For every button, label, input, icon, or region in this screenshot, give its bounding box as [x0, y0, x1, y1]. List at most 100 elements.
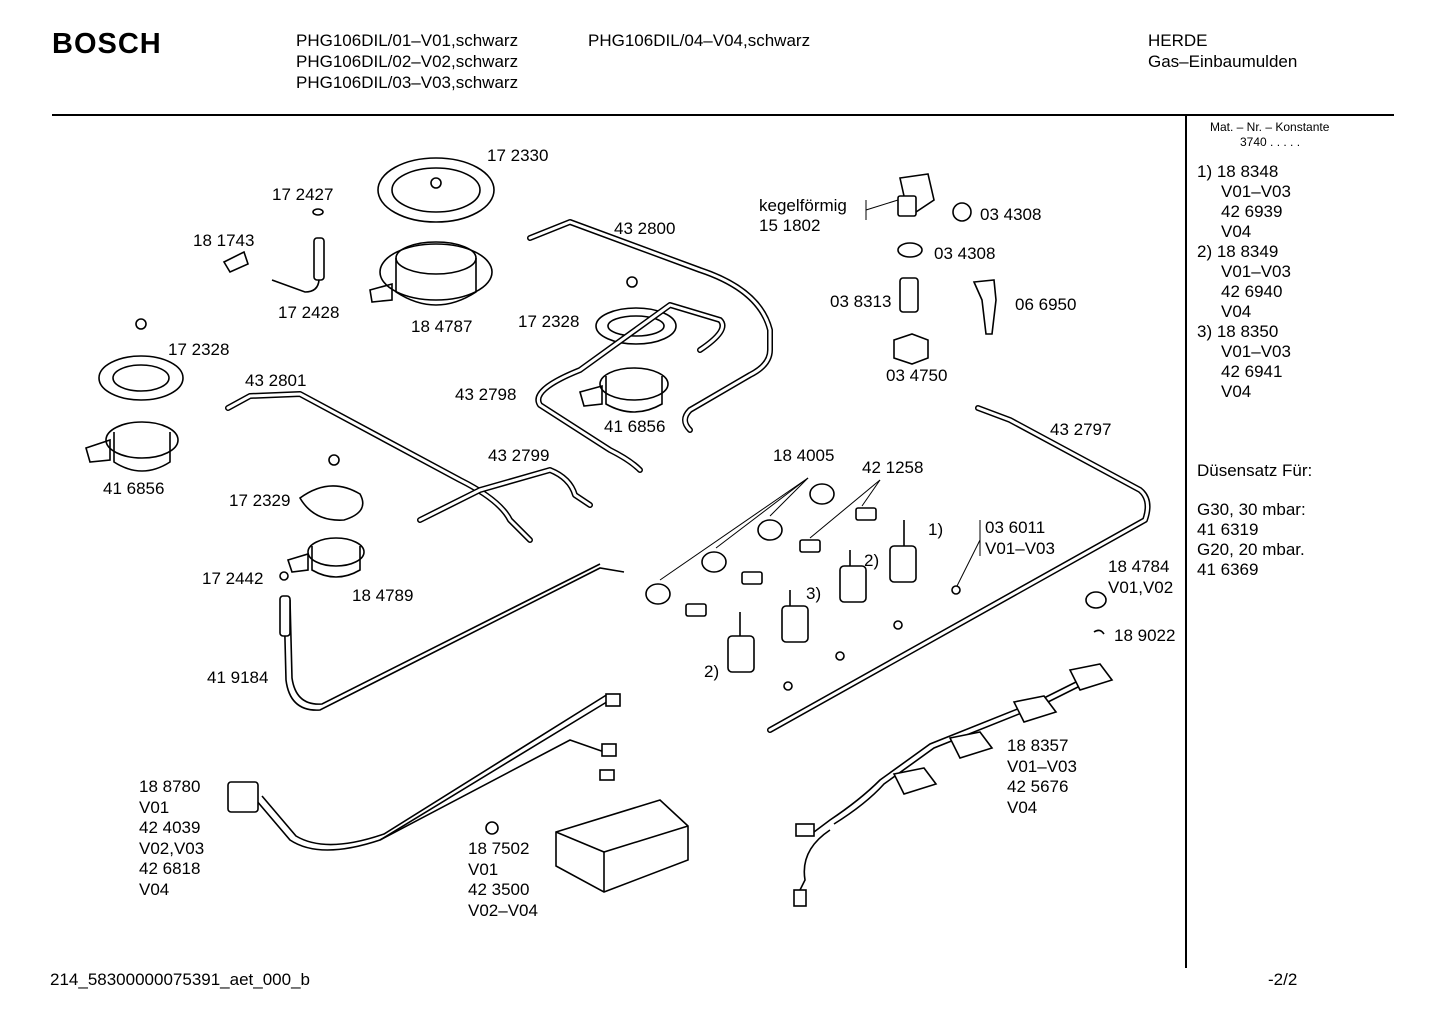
part-label: 17 2329	[229, 491, 291, 510]
burner-body-left-icon	[85, 421, 179, 472]
variant-line: V04	[1221, 302, 1252, 321]
burner-body-middle-icon	[579, 367, 669, 413]
variant-line: 42 6941	[1221, 362, 1283, 381]
part-label: 41 6856	[103, 479, 165, 498]
connector-icon	[899, 277, 919, 313]
burner-ring-small-icon	[298, 454, 364, 521]
part-label: 18 4784	[1108, 557, 1170, 576]
part-label-group: 18 7502 V01 42 3500 V02–V04	[468, 839, 538, 921]
part-label: 18 7502	[468, 839, 530, 858]
nut-icon	[893, 333, 929, 365]
sidebar-divider	[1185, 116, 1187, 968]
part-label: 42 5676	[1007, 777, 1069, 796]
part-label: 41 9184	[207, 668, 269, 687]
part-label: 18 8780	[139, 777, 201, 796]
model-list-1: PHG106DIL/01–V01,schwarz PHG106DIL/02–V0…	[296, 30, 518, 93]
part-label: V01–V03	[985, 538, 1055, 558]
part-label-group: 18 8357 V01–V03 42 5676 V04	[1007, 736, 1077, 818]
part-label: 42 3500	[468, 880, 530, 899]
burner-body-icon	[369, 241, 493, 306]
part-label: 42 6818	[139, 859, 201, 878]
connector-icon	[795, 823, 815, 837]
part-label: V04	[1007, 797, 1038, 817]
part-label: 17 2328	[518, 312, 580, 331]
part-label: V02,V03	[139, 838, 205, 858]
knob-cap-icon	[1085, 591, 1107, 609]
nozzle-icon	[685, 507, 877, 617]
nozzle-list: G30, 30 mbar: 41 6319 G20, 20 mbar. 41 6…	[1197, 500, 1306, 580]
gas-tube-432801	[225, 391, 533, 543]
spark-generator-icon	[555, 799, 689, 893]
variant-line: V04	[1221, 382, 1252, 401]
terminal-icon	[485, 693, 621, 835]
model-line: PHG106DIL/02–V02,schwarz	[296, 52, 519, 71]
variant-marker: 3)	[806, 584, 822, 603]
burner-body-small-icon	[279, 537, 365, 581]
part-label-group: 18 8780 V01 42 4039 V02,V03 42 6818 V04	[139, 777, 204, 900]
part-label: kegelförmig	[759, 196, 847, 215]
electrode-icon	[222, 208, 325, 293]
nozzle-line: 41 6319	[1197, 520, 1259, 539]
part-label: 43 2798	[455, 385, 517, 404]
ignition-switch-icon	[892, 663, 1114, 795]
part-label: 03 4308	[980, 205, 1042, 224]
mat-value: 3740 . . . . .	[1240, 135, 1301, 149]
part-label: 17 2428	[278, 303, 340, 322]
variant-line: 42 6939	[1221, 202, 1283, 221]
mat-title: Mat. – Nr. – Konstante	[1210, 120, 1330, 134]
part-label: V01	[139, 797, 170, 817]
burner-cap-ring-icon	[377, 157, 495, 223]
subcategory: Gas–Einbaumulden	[1148, 52, 1298, 71]
part-label: 18 4787	[411, 317, 473, 336]
part-label: 15 1802	[759, 216, 821, 235]
part-label: 43 2801	[245, 371, 307, 390]
part-label: 18 1743	[193, 231, 255, 250]
part-label: 43 2799	[488, 446, 550, 465]
variant-marker: 2)	[864, 551, 880, 570]
variant-line: V04	[1221, 222, 1252, 241]
category: HERDE	[1148, 31, 1208, 50]
clip-icon	[1093, 629, 1105, 635]
nozzle-line: 41 6369	[1197, 560, 1259, 579]
variant-line: V01–V03	[1221, 342, 1291, 361]
part-label: 18 8357	[1007, 736, 1069, 755]
hose-nipple-icon	[972, 279, 997, 335]
part-label-group: 03 6011 V01–V03	[985, 518, 1055, 559]
part-label: 06 6950	[1015, 295, 1077, 314]
brand-logo: BOSCH	[52, 28, 162, 60]
variant-marker: 2)	[704, 662, 720, 681]
document-id: 214_58300000075391_aet_000_b	[50, 970, 310, 989]
washer-icon	[952, 202, 972, 222]
nozzle-title: Düsensatz Für:	[1197, 461, 1313, 480]
connector-icon	[227, 781, 259, 813]
part-label: 17 2427	[272, 185, 334, 204]
part-label: 17 2330	[487, 146, 549, 165]
variant-marker: 1)	[928, 520, 944, 539]
header-rule	[52, 114, 1394, 116]
thermocouple-cable-icon	[283, 567, 625, 711]
model-line: PHG106DIL/01–V01,schwarz	[296, 31, 519, 50]
nozzle-line: G30, 30 mbar:	[1197, 500, 1306, 519]
spark-generator-harness-icon	[255, 699, 611, 851]
burner-ring-middle-icon	[595, 276, 677, 345]
variant-line: 1) 18 8348	[1197, 162, 1279, 181]
part-label: 17 2442	[202, 569, 264, 588]
part-label: 41 6856	[604, 417, 666, 436]
part-label: 03 4750	[886, 366, 948, 385]
ignition-harness-icon	[809, 679, 1081, 836]
elbow-fitting-icon	[897, 173, 935, 217]
part-label: V01–V03	[1007, 756, 1077, 776]
variant-line: 2) 18 8349	[1197, 242, 1279, 261]
part-label: V02–V04	[468, 900, 538, 920]
part-label: 42 1258	[862, 458, 924, 477]
variant-line: V01–V03	[1221, 262, 1291, 281]
part-label-group: 18 4784 V01,V02	[1108, 557, 1173, 598]
category-block: HERDE Gas–Einbaumulden	[1148, 30, 1297, 72]
variant-line: 3) 18 8350	[1197, 322, 1279, 341]
nozzle-line: G20, 20 mbar.	[1197, 540, 1305, 559]
valve-seal-icon	[645, 483, 835, 605]
washer-icon	[897, 242, 923, 258]
terminal-icon	[793, 889, 807, 907]
part-label: 18 4005	[773, 446, 835, 465]
